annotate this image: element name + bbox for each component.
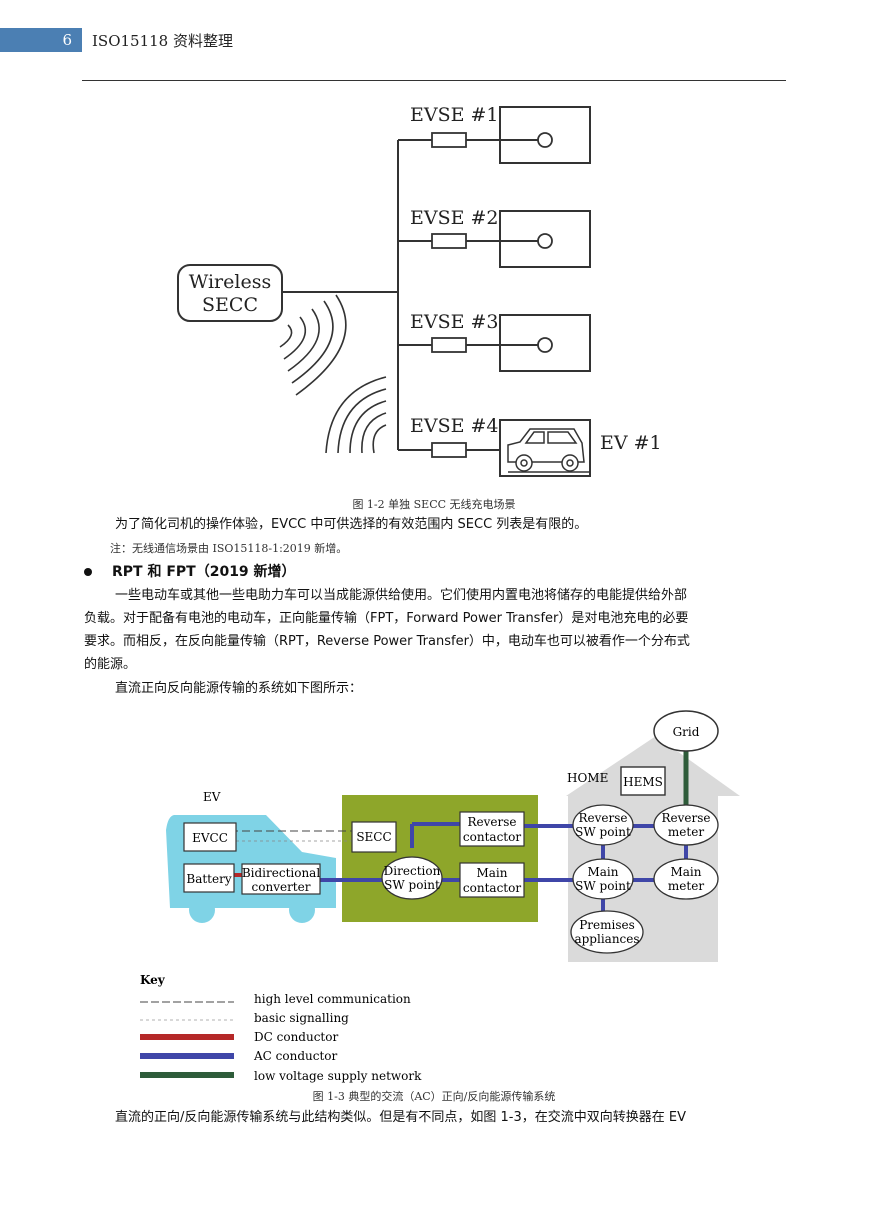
svg-text:Main: Main (670, 865, 701, 879)
note: 注：无线通信场景由 ISO15118-1:2019 新增。 (110, 542, 348, 555)
svg-text:SECC: SECC (356, 830, 391, 844)
paragraph-2-line4: 的能源。 (84, 657, 137, 672)
reverse-sw-point (572, 804, 634, 846)
main-meter (653, 858, 719, 900)
paragraph-1: 为了简化司机的操作体验，EVCC 中可供选择的有效范围内 SECC 列表是有限的… (115, 517, 588, 532)
svg-text:Premises: Premises (579, 918, 635, 932)
figure2-caption: 图 1-3 典型的交流（AC）正向/反向能源传输系统 (312, 1090, 556, 1103)
running-title: ISO15118 资料整理 (92, 32, 233, 50)
home-label: HOME (567, 771, 608, 785)
svg-text:contactor: contactor (463, 830, 521, 844)
main-contactor-box (459, 862, 525, 898)
figure1-caption: 图 1-2 单独 SECC 无线充电场景 (352, 498, 516, 511)
paragraph-2-line1: 一些电动车或其他一些电助力车可以当成能源供给使用。它们使用内置电池将储存的电能提… (115, 588, 688, 603)
bullet-heading: RPT 和 FPT（2019 新增） (84, 561, 296, 581)
bullet-icon (84, 568, 92, 576)
secc-label-line2: SECC (202, 294, 258, 316)
svg-text:EVCC: EVCC (192, 831, 228, 845)
key-title: Key (140, 973, 166, 987)
wireless-charging-diagram: Wireless SECC EVSE #1 EVSE #2 EVSE #3 EV (177, 104, 662, 477)
svg-text:SW point: SW point (384, 878, 440, 892)
svg-text:Main: Main (476, 866, 507, 880)
svg-text:Main: Main (587, 865, 618, 879)
secc-wireless-waves-icon (279, 294, 347, 396)
svg-text:basic signalling: basic signalling (254, 1011, 349, 1025)
svg-text:HEMS: HEMS (623, 775, 663, 789)
svg-text:Reverse: Reverse (578, 811, 627, 825)
evse-1: EVSE #1 (398, 104, 591, 164)
reverse-contactor-box (459, 811, 525, 847)
svg-text:Bidirectional: Bidirectional (242, 866, 321, 880)
svg-text:Battery: Battery (186, 872, 231, 886)
svg-text:converter: converter (252, 880, 311, 894)
svg-text:Direction: Direction (384, 864, 441, 878)
paragraph-2-line2: 负载。对于配备有电池的电动车，正向能量传输（FPT，Forward Power … (84, 611, 689, 626)
main-sw-point (572, 858, 634, 900)
evse-2: EVSE #2 (398, 207, 591, 268)
paragraph-4: 直流的正向/反向能源传输系统与此结构类似。但是有不同点，如图 1-3，在交流中双… (115, 1110, 686, 1125)
svg-text:EVSE #1: EVSE #1 (410, 104, 499, 126)
svg-text:meter: meter (668, 825, 704, 839)
key-legend: high level communication basic signallin… (140, 992, 422, 1083)
hems-box (620, 766, 666, 796)
evse-4: EVSE #4 EV #1 (398, 415, 662, 477)
battery-box (183, 863, 235, 893)
svg-text:DC conductor: DC conductor (254, 1030, 338, 1044)
svg-text:EV #1: EV #1 (600, 432, 662, 454)
car-icon (507, 428, 590, 473)
svg-text:EVSE #3: EVSE #3 (410, 311, 499, 333)
ac-power-transfer-diagram: Grid HOME HEMS EV EVCC Battery Bidirecti… (140, 710, 740, 1083)
evcc-box (183, 822, 237, 852)
svg-text:Reverse: Reverse (467, 815, 516, 829)
svg-text:AC conductor: AC conductor (253, 1049, 338, 1063)
reverse-meter (653, 804, 719, 846)
svg-text:contactor: contactor (463, 881, 521, 895)
svg-text:meter: meter (668, 879, 704, 893)
home-shape (566, 736, 740, 962)
paragraph-3: 直流正向反向能源传输的系统如下图所示： (115, 681, 363, 696)
bidirectional-converter-box (241, 863, 321, 895)
svg-text:low voltage supply network: low voltage supply network (254, 1069, 422, 1083)
evse-wireless-waves-icon (325, 376, 387, 454)
svg-text:SW point: SW point (575, 879, 631, 893)
svg-text:EVSE #4: EVSE #4 (410, 415, 499, 437)
premises-appliances (570, 910, 644, 954)
svg-text:SW point: SW point (575, 825, 631, 839)
secc-label-line1: Wireless (189, 271, 271, 293)
svg-text:Grid: Grid (673, 725, 700, 739)
svg-text:EVSE #2: EVSE #2 (410, 207, 499, 229)
svg-text:Reverse: Reverse (661, 811, 710, 825)
ev-label: EV (203, 790, 221, 804)
svg-text:appliances: appliances (574, 932, 639, 946)
grid-node (653, 710, 719, 752)
header-rule (82, 80, 786, 81)
direction-sw-point (381, 856, 443, 900)
secc-box (351, 821, 397, 853)
paragraph-2-line3: 要求。而相反，在反向能量传输（RPT，Reverse Power Transfe… (84, 634, 690, 649)
evse-3: EVSE #3 (398, 311, 591, 372)
svg-text:high level communication: high level communication (254, 992, 411, 1006)
page-number: 6 (0, 28, 82, 52)
